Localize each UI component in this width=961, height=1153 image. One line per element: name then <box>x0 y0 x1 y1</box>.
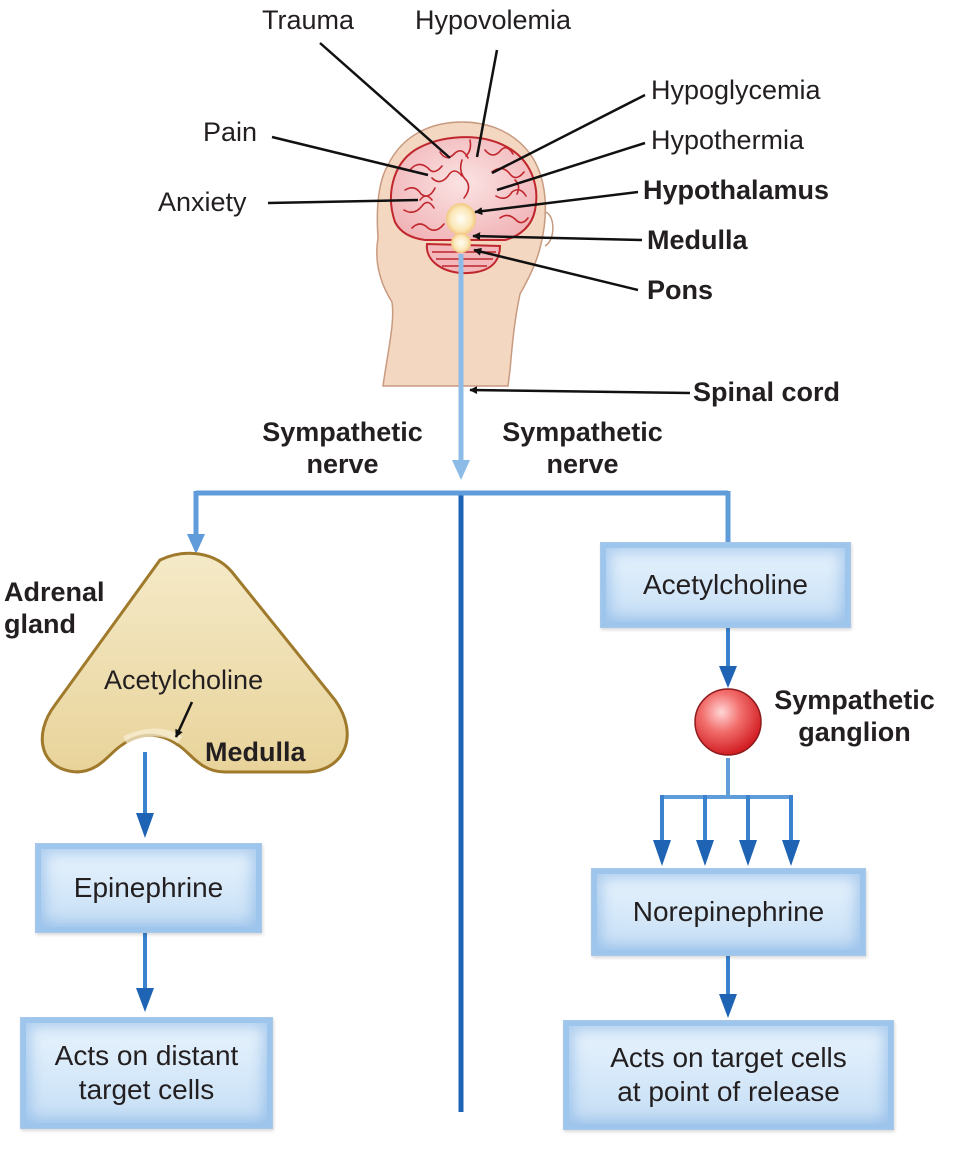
box-release-line1: Acts on target cells <box>610 1041 847 1075</box>
label-medulla-brain: Medulla <box>647 224 748 256</box>
label-spinal-cord: Spinal cord <box>693 376 840 408</box>
label-sympathetic-ganglion-line2: ganglion <box>752 716 957 748</box>
label-adrenal-acetylcholine: Acetylcholine <box>104 664 263 696</box>
box-acetylcholine: Acetylcholine <box>600 542 851 628</box>
label-pons: Pons <box>647 274 713 306</box>
label-hypovolemia: Hypovolemia <box>415 4 571 36</box>
label-hypothermia: Hypothermia <box>651 124 804 156</box>
label-anxiety: Anxiety <box>158 186 247 218</box>
box-release-line2: at point of release <box>610 1075 847 1109</box>
label-adrenal-gland-line1: Adrenal <box>4 576 105 608</box>
box-norepinephrine-text: Norepinephrine <box>633 895 824 929</box>
box-distant-line2: target cells <box>55 1073 239 1107</box>
label-adrenal-medulla: Medulla <box>205 736 306 768</box>
adrenal-medulla-highlight <box>125 733 180 741</box>
label-adrenal-gland-line2: gland <box>4 608 105 640</box>
label-trauma: Trauma <box>262 4 354 36</box>
label-sympathetic-nerve-left-line2: nerve <box>240 448 445 480</box>
label-pain: Pain <box>203 116 257 148</box>
box-distant-line1: Acts on distant <box>55 1039 239 1073</box>
label-adrenal-gland: Adrenal gland <box>4 576 105 640</box>
label-hypoglycemia: Hypoglycemia <box>651 74 821 106</box>
label-sympathetic-nerve-left: Sympathetic nerve <box>240 416 445 480</box>
label-sympathetic-nerve-right: Sympathetic nerve <box>480 416 685 480</box>
label-sympathetic-ganglion-line1: Sympathetic <box>752 684 957 716</box>
label-sympathetic-ganglion: Sympathetic ganglion <box>752 684 957 748</box>
box-acts-on-distant-target-cells: Acts on distant target cells <box>20 1017 273 1129</box>
label-sympathetic-nerve-right-line1: Sympathetic <box>480 416 685 448</box>
label-hypothalamus: Hypothalamus <box>643 174 829 206</box>
box-norepinephrine: Norepinephrine <box>591 868 866 956</box>
box-acetylcholine-text: Acetylcholine <box>643 568 808 602</box>
label-sympathetic-nerve-left-line1: Sympathetic <box>240 416 445 448</box>
label-sympathetic-nerve-right-line2: nerve <box>480 448 685 480</box>
box-acts-on-target-cells-at-point-of-release: Acts on target cells at point of release <box>563 1020 894 1130</box>
box-epinephrine: Epinephrine <box>35 843 262 933</box>
box-epinephrine-text: Epinephrine <box>74 871 223 905</box>
